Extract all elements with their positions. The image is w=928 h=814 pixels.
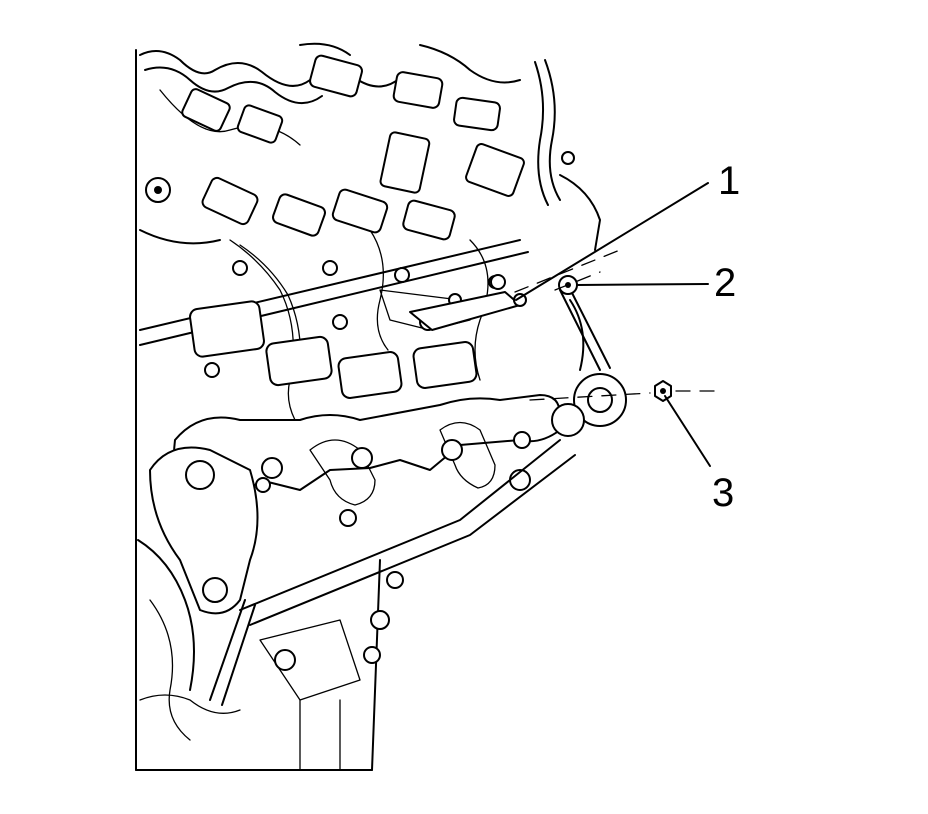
leader-line-2 — [576, 283, 709, 286]
ignition-coils-lower — [189, 300, 478, 399]
callout-1: 1 — [718, 159, 740, 203]
exhaust-flange — [149, 446, 259, 706]
engine-block-lower — [137, 439, 576, 771]
fuel-rail-bracket — [409, 274, 527, 331]
callouts: 1 2 3 — [712, 159, 740, 515]
leader-line-1 — [515, 182, 709, 301]
nut-3 — [654, 380, 672, 402]
leader-line-3 — [664, 395, 711, 467]
ignition-coils-upper — [181, 54, 525, 197]
install-path-2 — [554, 271, 601, 291]
engine-illustration — [135, 42, 627, 771]
install-path-3a — [529, 392, 651, 401]
callout-2: 2 — [714, 261, 736, 305]
fuel-injectors — [145, 176, 456, 241]
install-path-1 — [514, 247, 626, 293]
pulley — [551, 151, 627, 437]
leader-lines — [514, 182, 721, 467]
callout-3: 3 — [712, 471, 734, 515]
